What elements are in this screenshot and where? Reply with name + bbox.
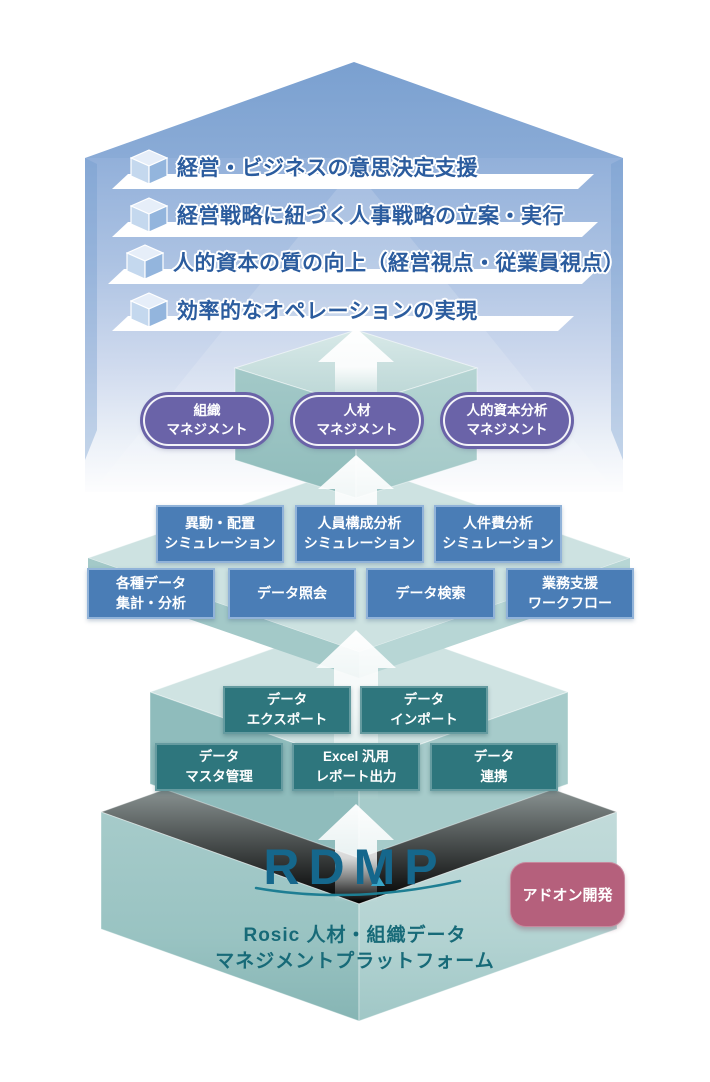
app-box-workforce-composition-simulation: 人員構成分析 シミュレーション bbox=[295, 505, 424, 563]
cube-icon bbox=[130, 197, 168, 233]
platform-box-excel-report-output: Excel 汎用 レポート出力 bbox=[292, 743, 420, 791]
rdmp-logo: RDMP bbox=[263, 839, 447, 895]
pill-talent-management: 人材 マネジメント bbox=[293, 395, 421, 446]
logo-accent-triangle bbox=[371, 875, 385, 886]
app-box-transfer-simulation: 異動・配置 シミュレーション bbox=[156, 505, 284, 563]
base-subtitle-line1: Rosic 人材・組織データ bbox=[243, 925, 467, 946]
up-arrow-icon bbox=[318, 804, 394, 902]
goal-step-band bbox=[108, 269, 598, 284]
pill-organization-management: 組織 マネジメント bbox=[143, 395, 271, 446]
goal-row: 人的資本の質の向上（経営視点・従業員視点） bbox=[126, 241, 625, 283]
platform-box-data-master-management: データ マスタ管理 bbox=[155, 743, 283, 791]
platform-box-data-import: データ インポート bbox=[360, 686, 488, 734]
platform-box-data-integration: データ 連携 bbox=[430, 743, 558, 791]
goal-label: 経営・ビジネスの意思決定支援 bbox=[177, 157, 478, 180]
goal-step-band bbox=[112, 174, 594, 189]
cube-icon bbox=[130, 292, 168, 328]
pill-human-capital-analytics: 人的資本分析 マネジメント bbox=[443, 395, 571, 446]
app-box-labor-cost-simulation: 人件費分析 シミュレーション bbox=[434, 505, 562, 563]
goal-label: 人的資本の質の向上（経営視点・従業員視点） bbox=[173, 252, 625, 275]
goal-label: 効率的なオペレーションの実現 bbox=[177, 300, 478, 323]
cube-icon bbox=[126, 244, 164, 280]
platform-box-data-export: データ エクスポート bbox=[223, 686, 351, 734]
logo-swoosh bbox=[254, 879, 462, 897]
goal-label: 経営戦略に紐づく人事戦略の立案・実行 bbox=[177, 205, 564, 228]
addon-label: アドオン開発 bbox=[522, 887, 613, 904]
base-subtitle-line2: マネジメントプラットフォーム bbox=[215, 951, 495, 972]
goal-row: 経営戦略に紐づく人事戦略の立案・実行 bbox=[130, 194, 564, 236]
goal-step-band bbox=[112, 316, 574, 331]
goal-row: 経営・ビジネスの意思決定支援 bbox=[130, 146, 478, 188]
app-box-data-inquiry: データ照会 bbox=[228, 568, 356, 619]
up-arrow-icon bbox=[318, 328, 394, 402]
addon-development-badge: アドオン開発 bbox=[510, 862, 625, 927]
app-box-workflow-support: 業務支援 ワークフロー bbox=[506, 568, 634, 619]
goal-step-band bbox=[112, 222, 598, 237]
goal-row: 効率的なオペレーションの実現 bbox=[130, 289, 478, 331]
app-box-data-search: データ検索 bbox=[366, 568, 495, 619]
app-box-data-aggregation-analysis: 各種データ 集計・分析 bbox=[87, 568, 215, 619]
cube-icon bbox=[130, 149, 168, 185]
